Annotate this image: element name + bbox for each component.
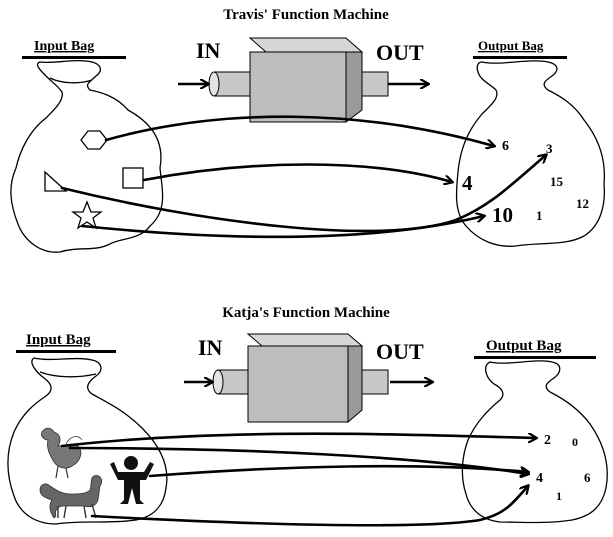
triangle-icon (44, 170, 68, 192)
machine-title: Travis' Function Machine (223, 7, 389, 23)
mapping-arrow (60, 432, 536, 448)
katja-machine: Katja's Function Machine Input Bag IN (7, 305, 608, 527)
label-underline (473, 56, 567, 59)
machine-box (212, 333, 389, 424)
mapping-arrow (90, 486, 528, 527)
output-number: 3 (546, 141, 553, 156)
label-underline (22, 56, 126, 59)
output-bag (455, 60, 606, 247)
out-label: OUT (376, 40, 424, 65)
output-number: 4 (536, 471, 543, 486)
person-icon (110, 456, 154, 504)
input-bag (10, 59, 164, 253)
output-number: 15 (550, 174, 564, 189)
label-underline (474, 356, 596, 359)
input-bag-label: Input Bag (34, 39, 94, 54)
output-number: 6 (584, 470, 591, 485)
mapping-arrow (148, 464, 528, 478)
output-pipe (361, 369, 389, 395)
mapping-arrow (104, 115, 494, 146)
output-number: 12 (576, 196, 589, 211)
output-number: 4 (462, 171, 473, 195)
output-number: 6 (502, 139, 509, 154)
output-number: 1 (556, 489, 562, 503)
rooster-icon (41, 427, 83, 479)
machine-title: Katja's Function Machine (222, 305, 390, 321)
square-icon (122, 167, 144, 189)
label-underline (16, 350, 116, 353)
input-bag (7, 357, 168, 525)
out-label: OUT (376, 339, 424, 364)
mapping-arrow (80, 216, 484, 239)
output-number: 1 (536, 208, 543, 223)
mapping-arrow (142, 163, 452, 183)
in-label: IN (198, 335, 223, 360)
output-number: 0 (572, 435, 578, 449)
output-bag (461, 360, 608, 524)
mapping-arrow (68, 446, 528, 474)
input-bag-label: Input Bag (26, 332, 91, 348)
output-bag-label: Output Bag (486, 338, 562, 354)
output-bag-label: Output Bag (478, 38, 544, 53)
in-label: IN (196, 38, 221, 63)
dog-icon (39, 475, 102, 519)
star-icon (71, 200, 103, 230)
output-number: 10 (492, 203, 513, 227)
output-number: 2 (544, 433, 551, 448)
travis-machine: Travis' Function Machine Input Bag IN OU… (10, 7, 606, 253)
hexagon-icon (80, 130, 108, 150)
machine-box (208, 37, 389, 123)
output-pipe (361, 71, 389, 97)
